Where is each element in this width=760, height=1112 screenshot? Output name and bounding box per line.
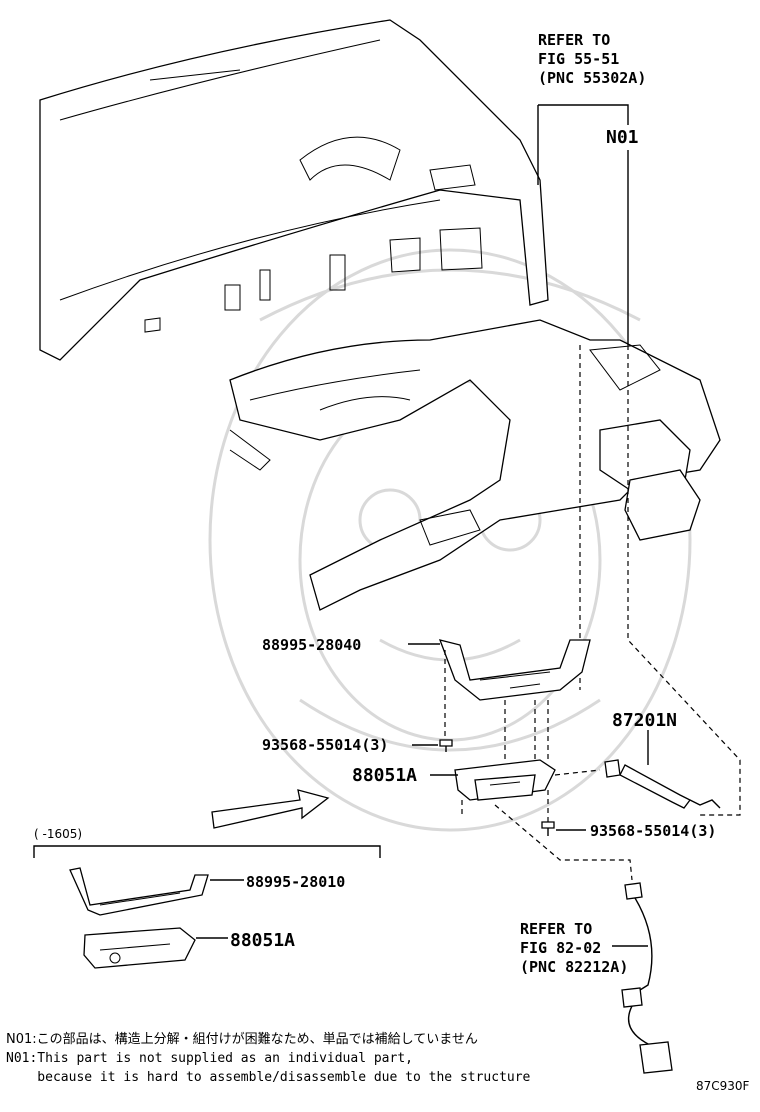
refer-a-line2: FIG 55-51 [538,50,619,68]
refer-b-line1: REFER TO [520,920,592,938]
label-88051a: 88051A [352,765,417,786]
refer-a-line1: REFER TO [538,31,610,49]
instrument-panel [39,19,549,361]
wire-harness [621,882,673,1074]
air-duct [229,319,721,611]
refer-b-line3: (PNC 82212A) [520,958,628,976]
label-93568-right: 93568-55014(3) [590,822,716,840]
unit-dash-d [494,804,633,881]
note-en-line1: N01:This part is not supplied as an indi… [6,1051,413,1066]
n01-leader [537,104,741,816]
label-88995-28010: 88995-28010 [246,873,345,891]
unit-88051a [454,759,556,801]
unit-88051a-sub [83,927,196,969]
label-88051a-sub: 88051A [230,930,295,951]
direction-arrow [211,789,330,829]
antenna-87201n [604,759,721,809]
figure-code: 87C930F [696,1079,750,1093]
note-jp: N01:この部品は、構造上分解・組付けが困難なため、単品では補給していません [6,1031,478,1047]
label-93568-top: 93568-55014(3) [262,736,388,754]
refer-b-line2: FIG 82-02 [520,939,601,957]
bracket-unit-dashes [444,650,549,760]
screw-93568-top [439,739,453,752]
refer-a-line3: (PNC 55302A) [538,69,646,87]
bracket-88995-28010 [69,867,209,916]
screw-93568-right [541,821,555,836]
label-n01: N01 [606,127,639,148]
label-88995-28040: 88995-28040 [262,636,361,654]
unit-dash-c [554,769,601,776]
range-bracket [33,845,381,858]
label-87201n: 87201N [612,710,677,731]
note-en-line2: because it is hard to assemble/disassemb… [6,1070,531,1085]
label-range: ( -1605) [34,827,82,841]
bracket-88995-28040 [438,639,591,701]
